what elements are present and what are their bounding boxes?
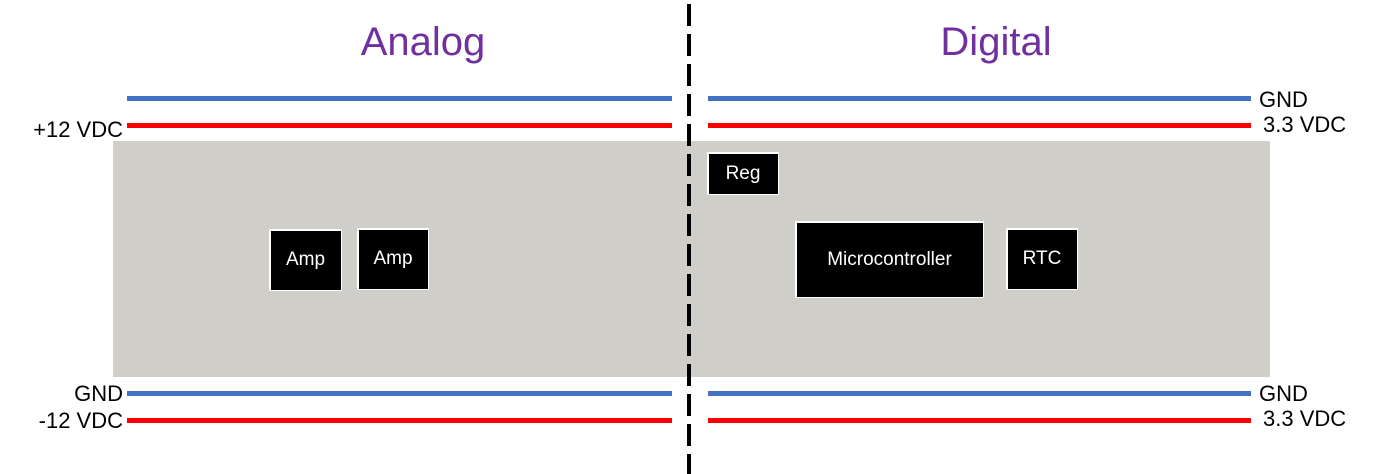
digital-bottom-ground-rail bbox=[708, 391, 1251, 396]
amp-chip-1: Amp bbox=[269, 229, 342, 291]
digital-bottom-supply-label: 3.3 VDC bbox=[1263, 406, 1347, 431]
digital-top-ground-label: GND bbox=[1259, 87, 1308, 112]
analog-top-positive-rail bbox=[127, 123, 672, 128]
analog-bottom-ground-label: GND bbox=[74, 381, 123, 406]
regulator-chip: Reg bbox=[707, 152, 779, 195]
analog-bottom-negative-label: -12 VDC bbox=[38, 408, 123, 433]
analog-bottom-ground-rail bbox=[127, 391, 672, 396]
digital-section-title: Digital bbox=[940, 20, 1052, 64]
digital-top-supply-rail bbox=[708, 123, 1251, 128]
analog-bottom-negative-rail bbox=[127, 418, 672, 423]
digital-bottom-supply-rail bbox=[708, 418, 1251, 423]
analog-top-positive-label: +12 VDC bbox=[33, 117, 123, 142]
analog-top-ground-rail bbox=[127, 96, 672, 101]
rtc-chip: RTC bbox=[1006, 228, 1078, 290]
digital-top-ground-rail bbox=[708, 96, 1251, 101]
amp-chip-2: Amp bbox=[357, 228, 429, 290]
microcontroller-chip: Microcontroller bbox=[795, 221, 984, 298]
analog-digital-divider-line bbox=[687, 4, 691, 474]
digital-top-supply-label: 3.3 VDC bbox=[1263, 112, 1347, 137]
digital-bottom-ground-label: GND bbox=[1259, 381, 1308, 406]
analog-section-title: Analog bbox=[360, 20, 486, 64]
